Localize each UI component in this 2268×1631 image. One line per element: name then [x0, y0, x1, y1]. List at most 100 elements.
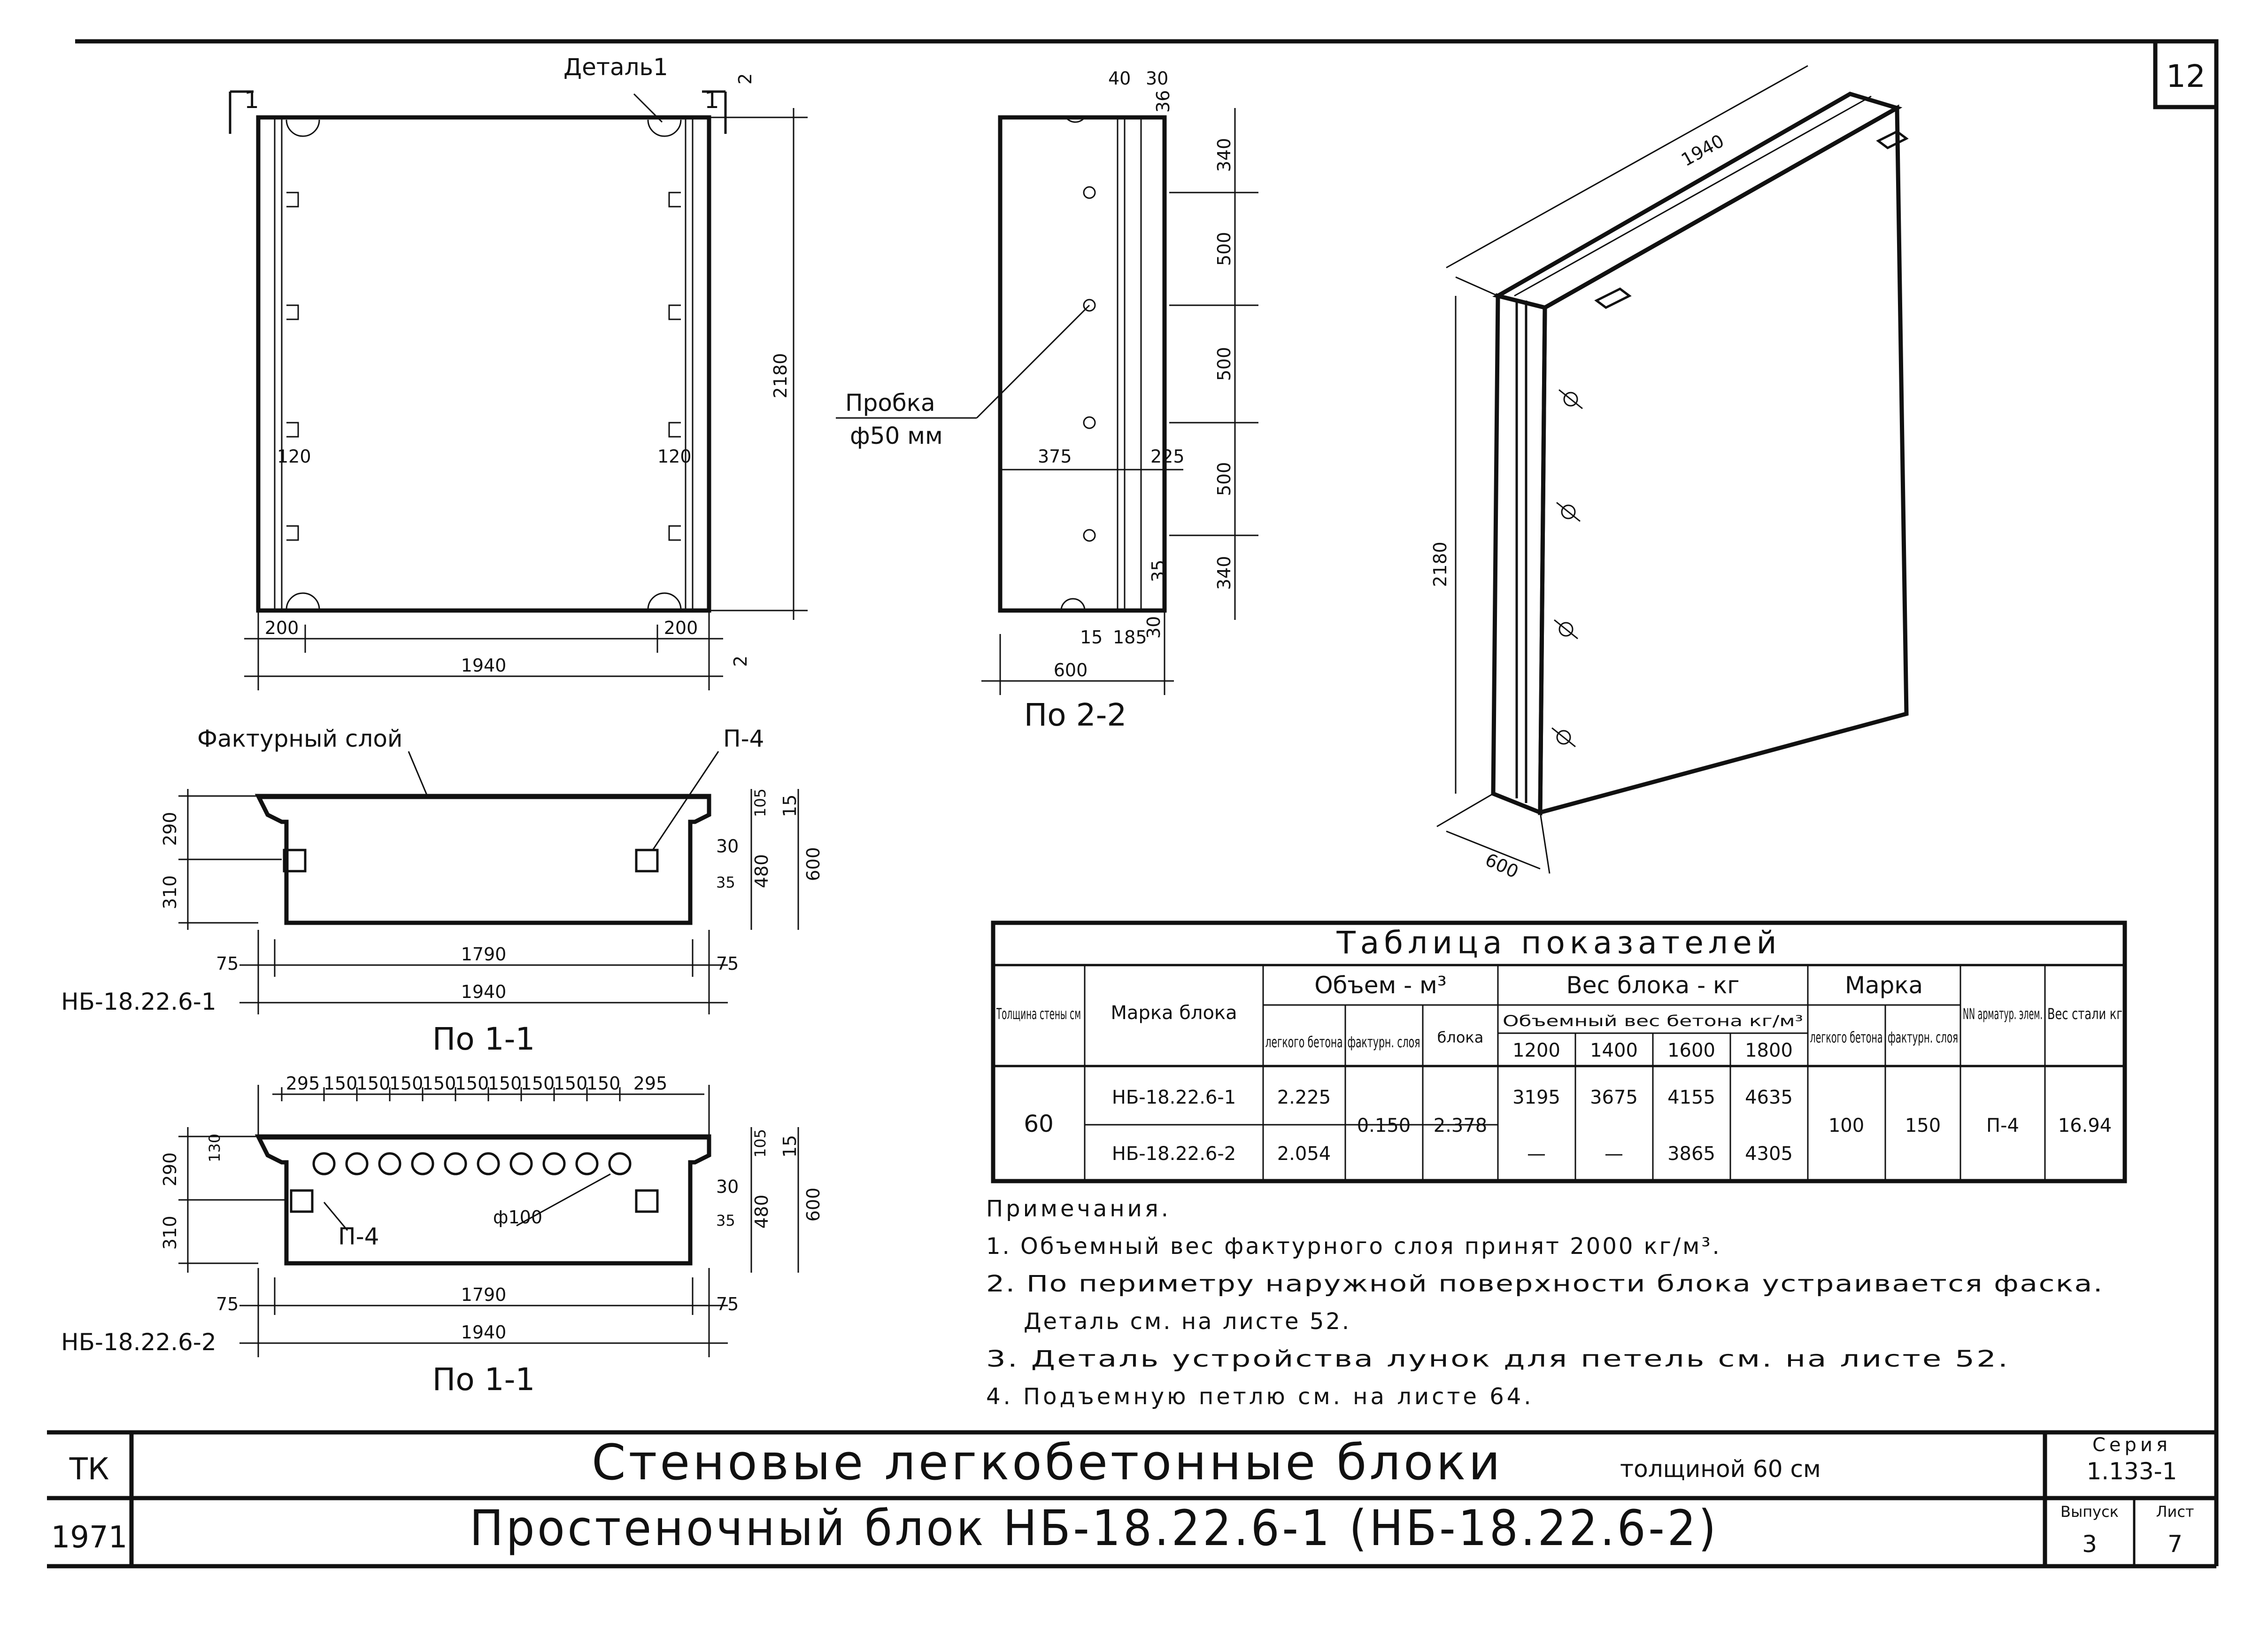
td-grade-facing: 150	[1905, 1115, 1941, 1136]
s22-dim-30: 30	[1143, 616, 1164, 639]
indicators-table	[991, 920, 2127, 1183]
tb-series-label: Серия	[2092, 1434, 2171, 1456]
facing-hole	[312, 1152, 336, 1175]
s11b-dim-30: 30	[716, 1176, 739, 1197]
s11b-hole-label: ф100	[493, 1207, 542, 1228]
s11a-dim-290: 290	[160, 812, 180, 846]
th-vol-light: легкого бетона	[1265, 1033, 1343, 1051]
section-2-2	[836, 108, 1258, 695]
th-w-1400: 1400	[1590, 1040, 1638, 1061]
th-thickness: Толщина стены см	[996, 1005, 1081, 1023]
isometric-view	[1436, 65, 1909, 874]
section-1-1-b	[178, 1085, 799, 1357]
facing-hole	[509, 1152, 533, 1175]
s11a-caption: По 1-1	[432, 1021, 535, 1057]
s11b-dim-290: 290	[160, 1152, 180, 1187]
th-volume: Объем - м³	[1314, 972, 1447, 999]
s22-top-dim-a: 40	[1108, 68, 1131, 89]
s11a-dim-105: 105	[751, 788, 769, 817]
th-w-1800: 1800	[1745, 1040, 1793, 1061]
td-w-2-1400: —	[1605, 1143, 1623, 1165]
td-grade-light: 100	[1828, 1115, 1864, 1136]
tb-subtitle: Простеночный блок НБ-18.22.6-1 (НБ-18.22…	[470, 1500, 1719, 1557]
td-steel: 16.94	[2058, 1115, 2112, 1136]
s11b-mark: НБ-18.22.6-2	[61, 1329, 216, 1356]
sheet-number: 12	[2166, 58, 2206, 94]
td-w-2-1200: —	[1527, 1143, 1546, 1165]
td-mark-1: НБ-18.22.6-1	[1112, 1087, 1236, 1108]
s11b-dim-1790: 1790	[461, 1284, 507, 1305]
s11a-mark: НБ-18.22.6-1	[61, 988, 216, 1015]
facing-hole	[477, 1152, 500, 1175]
top-chain-dim: 295	[633, 1073, 668, 1094]
s22-dim-width: 600	[1054, 660, 1088, 680]
elev-dim-bottom-small: 2	[730, 656, 751, 667]
facing-holes	[312, 1152, 632, 1175]
s11a-dim-35: 35	[716, 873, 735, 891]
s22-dim-225: 225	[1150, 446, 1185, 467]
detail-label: Деталь1	[563, 54, 668, 81]
s22-dim-35: 35	[1148, 560, 1169, 582]
td-w-1-1200: 3195	[1512, 1087, 1560, 1108]
s11b-dim-600: 600	[803, 1188, 824, 1222]
s11a-dim-600: 600	[803, 847, 824, 881]
s11b-dim-35: 35	[716, 1212, 735, 1229]
elev-dim-edge-right: 200	[664, 618, 698, 638]
elev-dim-width: 1940	[461, 655, 507, 676]
sheet-frame	[47, 39, 2219, 1569]
td-w-1-1400: 3675	[1590, 1087, 1638, 1108]
s22-dim-500-b: 500	[1214, 347, 1234, 381]
s22-top-dim-b: 30	[1146, 68, 1168, 89]
s11b-dim-75-r: 75	[716, 1294, 739, 1314]
facing-layer-label: Фактурный слой	[197, 725, 402, 752]
th-vol-block: блока	[1437, 1028, 1484, 1046]
tb-series: 1.133-1	[2087, 1458, 2177, 1485]
facing-hole	[444, 1152, 467, 1175]
note-2: 2. По периметру наружной поверхности бло…	[986, 1271, 2104, 1297]
s11a-dim-30: 30	[716, 836, 739, 857]
top-chain-dim: 150	[586, 1073, 621, 1094]
th-steel: Вес стали кг	[2047, 1005, 2122, 1023]
s22-dim-375: 375	[1038, 446, 1072, 467]
iso-length: 1940	[1678, 130, 1728, 170]
s22-dim-500-c: 500	[1214, 462, 1234, 496]
plug-size: ф50 мм	[850, 422, 943, 449]
td-w-2-1600: 3865	[1667, 1143, 1715, 1165]
s11a-dim-15: 15	[779, 795, 800, 817]
note-2-cont: Деталь см. на листе 52.	[1024, 1308, 1351, 1335]
th-weight: Вес блока - кг	[1566, 972, 1740, 999]
th-vol-facing: фактурн. слоя	[1348, 1033, 1420, 1051]
note-3: 3. Деталь устройства лунок для петель см…	[986, 1346, 2010, 1372]
plug-label: Пробка	[845, 389, 935, 417]
td-w-1-1800: 4635	[1745, 1087, 1793, 1108]
top-chain-dim: 150	[422, 1073, 456, 1094]
th-rebar: NN арматур. элем.	[1963, 1005, 2043, 1023]
top-chain-dim: 295	[286, 1073, 320, 1094]
top-chain-dim: 150	[324, 1073, 358, 1094]
s11a-dim-75-r: 75	[716, 953, 739, 974]
s11a-anchor-label: П-4	[723, 725, 764, 752]
td-vol-block: 2.378	[1434, 1115, 1488, 1136]
elev-dim-inner-left: 120	[277, 446, 311, 467]
tb-issue: 3	[2082, 1531, 2097, 1558]
table-title: Таблица показателей	[1336, 925, 1781, 961]
th-grade: Марка	[1845, 972, 1923, 999]
tb-issue-label: Выпуск	[2060, 1503, 2119, 1521]
s11a-dim-1940: 1940	[461, 982, 507, 1002]
th-weight-sub: Объемный вес бетона кг/м³	[1503, 1012, 1803, 1030]
section-mark-right: 1	[704, 86, 719, 114]
tb-org: ТК	[69, 1452, 109, 1487]
facing-hole	[575, 1152, 599, 1175]
top-chain-dim: 150	[356, 1073, 391, 1094]
td-w-2-1800: 4305	[1745, 1143, 1793, 1165]
s11b-dim-310: 310	[160, 1216, 180, 1250]
section22-caption: По 2-2	[1024, 697, 1127, 733]
td-mark-2: НБ-18.22.6-2	[1112, 1143, 1236, 1165]
facing-hole	[542, 1152, 566, 1175]
facing-hole	[411, 1152, 434, 1175]
td-w-1-1600: 4155	[1667, 1087, 1715, 1108]
th-grade-facing: фактурн. слоя	[1888, 1028, 1958, 1046]
top-chain-dim: 150	[521, 1073, 555, 1094]
s11b-dim-1940: 1940	[461, 1322, 507, 1343]
th-mark: Марка блока	[1111, 1002, 1237, 1024]
